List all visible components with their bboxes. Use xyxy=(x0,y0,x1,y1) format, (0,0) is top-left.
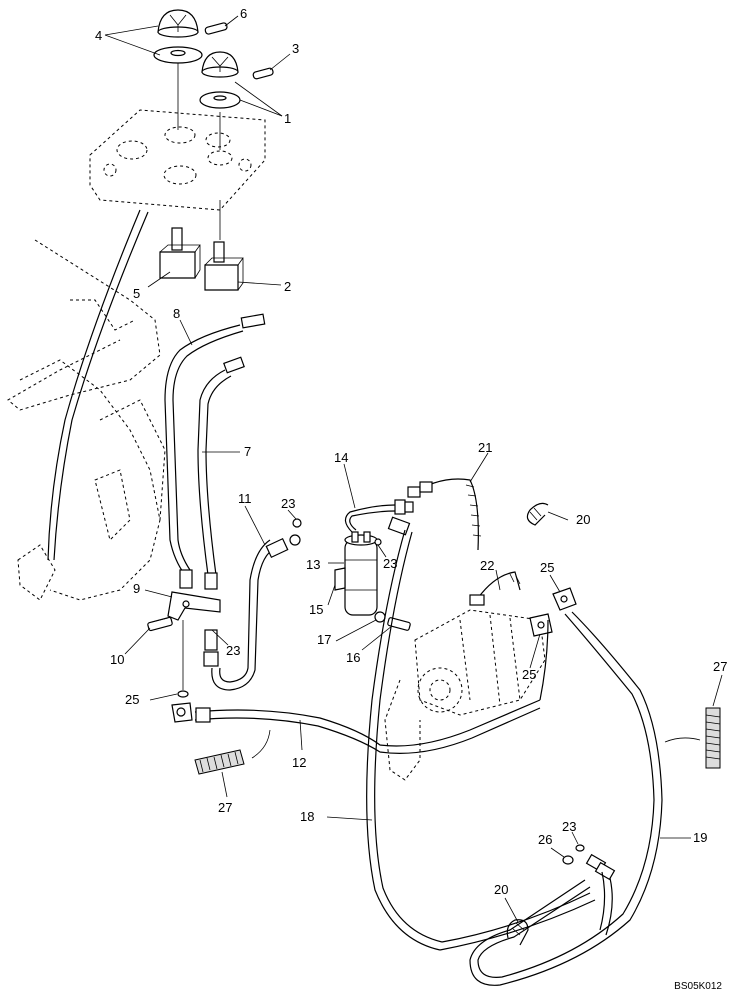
callout-23-c: 23 xyxy=(383,556,397,571)
washer-1 xyxy=(199,91,241,109)
ac-compressor xyxy=(384,609,546,781)
harness-22 xyxy=(469,571,521,606)
callout-10: 10 xyxy=(110,652,124,667)
callout-5: 5 xyxy=(133,286,140,301)
hose-8 xyxy=(164,313,266,589)
o-ring-26 xyxy=(562,855,574,865)
control-panel-plate xyxy=(89,109,266,211)
callout-22: 22 xyxy=(480,558,494,573)
washer-4 xyxy=(153,46,203,64)
o-ring-23-right xyxy=(374,538,382,546)
callout-12: 12 xyxy=(292,755,306,770)
hose-7 xyxy=(197,356,245,590)
callout-11: 11 xyxy=(238,491,252,506)
bracket-9 xyxy=(167,591,221,621)
callout-13: 13 xyxy=(306,557,320,572)
o-ring-23-top xyxy=(292,518,302,528)
callout-25-b: 25 xyxy=(540,560,554,575)
fitting-25-top xyxy=(552,587,577,611)
pin-6 xyxy=(204,22,228,35)
washer-17 xyxy=(374,611,386,623)
callout-1: 1 xyxy=(284,111,291,126)
machine-frame-outline xyxy=(7,239,166,601)
callout-9: 9 xyxy=(133,581,140,596)
callout-20-b: 20 xyxy=(494,882,508,897)
callout-8: 8 xyxy=(173,306,180,321)
fitting-25-side xyxy=(529,613,553,637)
callout-26: 26 xyxy=(538,832,552,847)
o-ring-25 xyxy=(177,690,189,698)
callout-7: 7 xyxy=(244,444,251,459)
callout-23-b: 23 xyxy=(226,643,240,658)
spring-guard-27-right xyxy=(664,707,721,769)
harness-21 xyxy=(407,478,482,551)
callout-6: 6 xyxy=(240,6,247,21)
knob-1 xyxy=(201,51,239,78)
leader-lines xyxy=(104,15,723,923)
callout-21: 21 xyxy=(478,440,492,455)
pin-3 xyxy=(252,67,274,80)
callout-19: 19 xyxy=(693,830,707,845)
callouts: 4 6 3 1 5 2 8 7 11 23 9 10 23 25 27 12 1… xyxy=(95,6,727,897)
callout-3: 3 xyxy=(292,41,299,56)
clip-20-upper xyxy=(526,502,549,526)
callout-23-d: 23 xyxy=(562,819,576,834)
spring-guard-27-left xyxy=(194,729,271,775)
callout-17: 17 xyxy=(317,632,331,647)
pressure-switch-14 xyxy=(344,499,414,533)
hose-18 xyxy=(366,529,443,951)
bolt-10 xyxy=(147,616,173,632)
o-ring-23-bottom xyxy=(575,844,585,852)
switch-5 xyxy=(159,227,201,279)
callout-27-b: 27 xyxy=(713,659,727,674)
callout-20-a: 20 xyxy=(576,512,590,527)
callout-27-a: 27 xyxy=(218,800,232,815)
hose-12 xyxy=(194,699,541,754)
clip-20-lower xyxy=(506,919,529,946)
callout-15: 15 xyxy=(309,602,323,617)
fitting xyxy=(203,629,219,667)
callout-2: 2 xyxy=(284,279,291,294)
fittings-lower xyxy=(585,853,616,936)
hose-11 xyxy=(211,534,301,691)
callout-25-c: 25 xyxy=(522,667,536,682)
callout-25-a: 25 xyxy=(125,692,139,707)
callout-18: 18 xyxy=(300,809,314,824)
knob-4 xyxy=(157,9,199,38)
bolt-16 xyxy=(387,617,411,631)
receiver-drier-13 xyxy=(344,531,378,616)
elbow-fitting xyxy=(171,702,193,723)
callout-14: 14 xyxy=(334,450,348,465)
switch-2 xyxy=(204,241,244,291)
bracket-15 xyxy=(334,567,346,591)
callout-16: 16 xyxy=(346,650,360,665)
hose-19 xyxy=(469,611,663,986)
drawing-code: BS05K012 xyxy=(674,981,722,992)
callout-23-a: 23 xyxy=(281,496,295,511)
callout-4: 4 xyxy=(95,28,102,43)
elbow-drier xyxy=(387,516,411,536)
